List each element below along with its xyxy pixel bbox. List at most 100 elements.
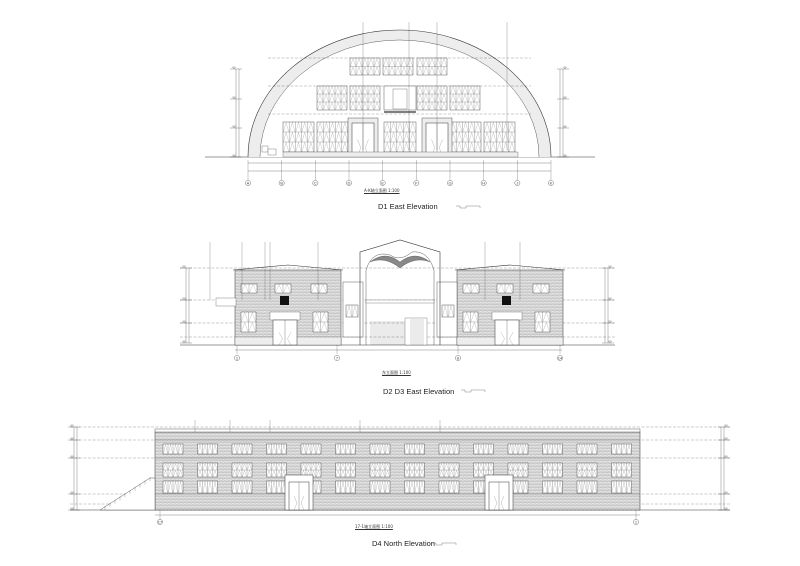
window-pane	[417, 102, 423, 110]
window-pane	[385, 481, 390, 493]
window	[231, 462, 253, 478]
window-pane	[237, 470, 242, 477]
d1-title: D1 East Elevation	[378, 202, 438, 211]
window-pane	[513, 444, 518, 454]
window-pane	[407, 58, 413, 67]
window-pane	[469, 132, 475, 142]
window-pane	[370, 444, 375, 454]
window-pane	[448, 305, 454, 317]
axis-1: 1	[234, 355, 240, 361]
axis-bubble	[633, 519, 639, 525]
window-pane	[248, 322, 256, 332]
window-pane	[173, 481, 178, 493]
window-pane	[271, 481, 277, 493]
window	[316, 121, 349, 153]
window-pane	[317, 94, 323, 102]
window-pane	[281, 470, 287, 477]
window-pane	[311, 444, 316, 454]
window-pane	[469, 142, 475, 152]
window-pane	[380, 463, 385, 470]
window-pane	[403, 122, 410, 132]
level-markers	[557, 66, 569, 158]
window-pane	[384, 142, 390, 152]
window-pane	[374, 66, 380, 75]
window-pane	[449, 481, 454, 493]
window-pane	[423, 66, 429, 75]
level-symbol	[608, 320, 612, 324]
window-pane	[329, 86, 335, 94]
window-pane	[356, 86, 362, 94]
window-pane	[308, 122, 314, 132]
window-pane	[266, 463, 272, 470]
window-pane	[582, 481, 587, 493]
window-pane	[306, 463, 311, 470]
window-pane	[362, 58, 368, 67]
window-pane	[523, 444, 528, 454]
window	[438, 462, 460, 478]
axis-bubble	[447, 180, 453, 186]
window-pane	[247, 444, 252, 454]
window-pane	[419, 470, 425, 477]
window	[162, 443, 184, 455]
window-pane	[329, 132, 336, 142]
window-pane	[626, 444, 632, 454]
window-pane	[542, 481, 548, 493]
window	[240, 283, 258, 294]
window-pane	[423, 86, 429, 94]
window	[300, 462, 322, 478]
window-pane	[547, 463, 553, 470]
window-pane	[403, 142, 410, 152]
window-pane	[397, 122, 403, 132]
window-pane	[356, 94, 362, 102]
window-pane	[454, 463, 459, 470]
window-pane	[385, 470, 390, 477]
window-pane	[266, 470, 272, 477]
window-pane	[419, 481, 425, 493]
window-pane	[435, 102, 441, 110]
window-pane	[490, 142, 496, 152]
window-pane	[456, 142, 462, 152]
window-pane	[197, 444, 203, 454]
window-pane	[454, 444, 459, 454]
window-pane	[283, 132, 289, 142]
window-pane	[395, 58, 401, 67]
window-pane	[410, 122, 416, 132]
window-frame	[349, 85, 381, 111]
window-pane	[577, 470, 582, 477]
window-pane	[509, 122, 515, 132]
window-pane	[582, 444, 587, 454]
window-pane	[429, 58, 435, 67]
window-pane	[435, 58, 441, 67]
window-pane	[368, 102, 374, 110]
window-pane	[474, 94, 480, 102]
window-pane	[316, 470, 321, 477]
window-pane	[317, 122, 323, 132]
window-pane	[384, 122, 390, 132]
window-pane	[374, 58, 380, 67]
level-symbol	[608, 265, 612, 269]
window-pane	[335, 463, 341, 470]
transom	[491, 311, 523, 321]
window-pane	[518, 470, 523, 477]
axis-label: 1	[635, 519, 638, 524]
window-pane	[496, 132, 503, 142]
window-pane	[401, 58, 407, 67]
window	[507, 443, 529, 455]
window-pane	[350, 463, 356, 470]
window-frame	[483, 121, 516, 153]
level-symbol	[608, 297, 612, 301]
window	[300, 443, 322, 455]
window-pane	[484, 142, 490, 152]
axis-bubble	[157, 519, 163, 525]
window-pane	[242, 463, 247, 470]
level-markers	[230, 66, 242, 158]
window-pane	[611, 444, 617, 454]
window-pane	[417, 86, 423, 94]
window-pane	[323, 142, 329, 152]
ramp	[261, 145, 269, 153]
window-pane	[404, 470, 410, 477]
window-pane	[232, 481, 237, 493]
window-pane	[202, 463, 208, 470]
window-pane	[462, 122, 469, 132]
window-pane	[439, 481, 444, 493]
